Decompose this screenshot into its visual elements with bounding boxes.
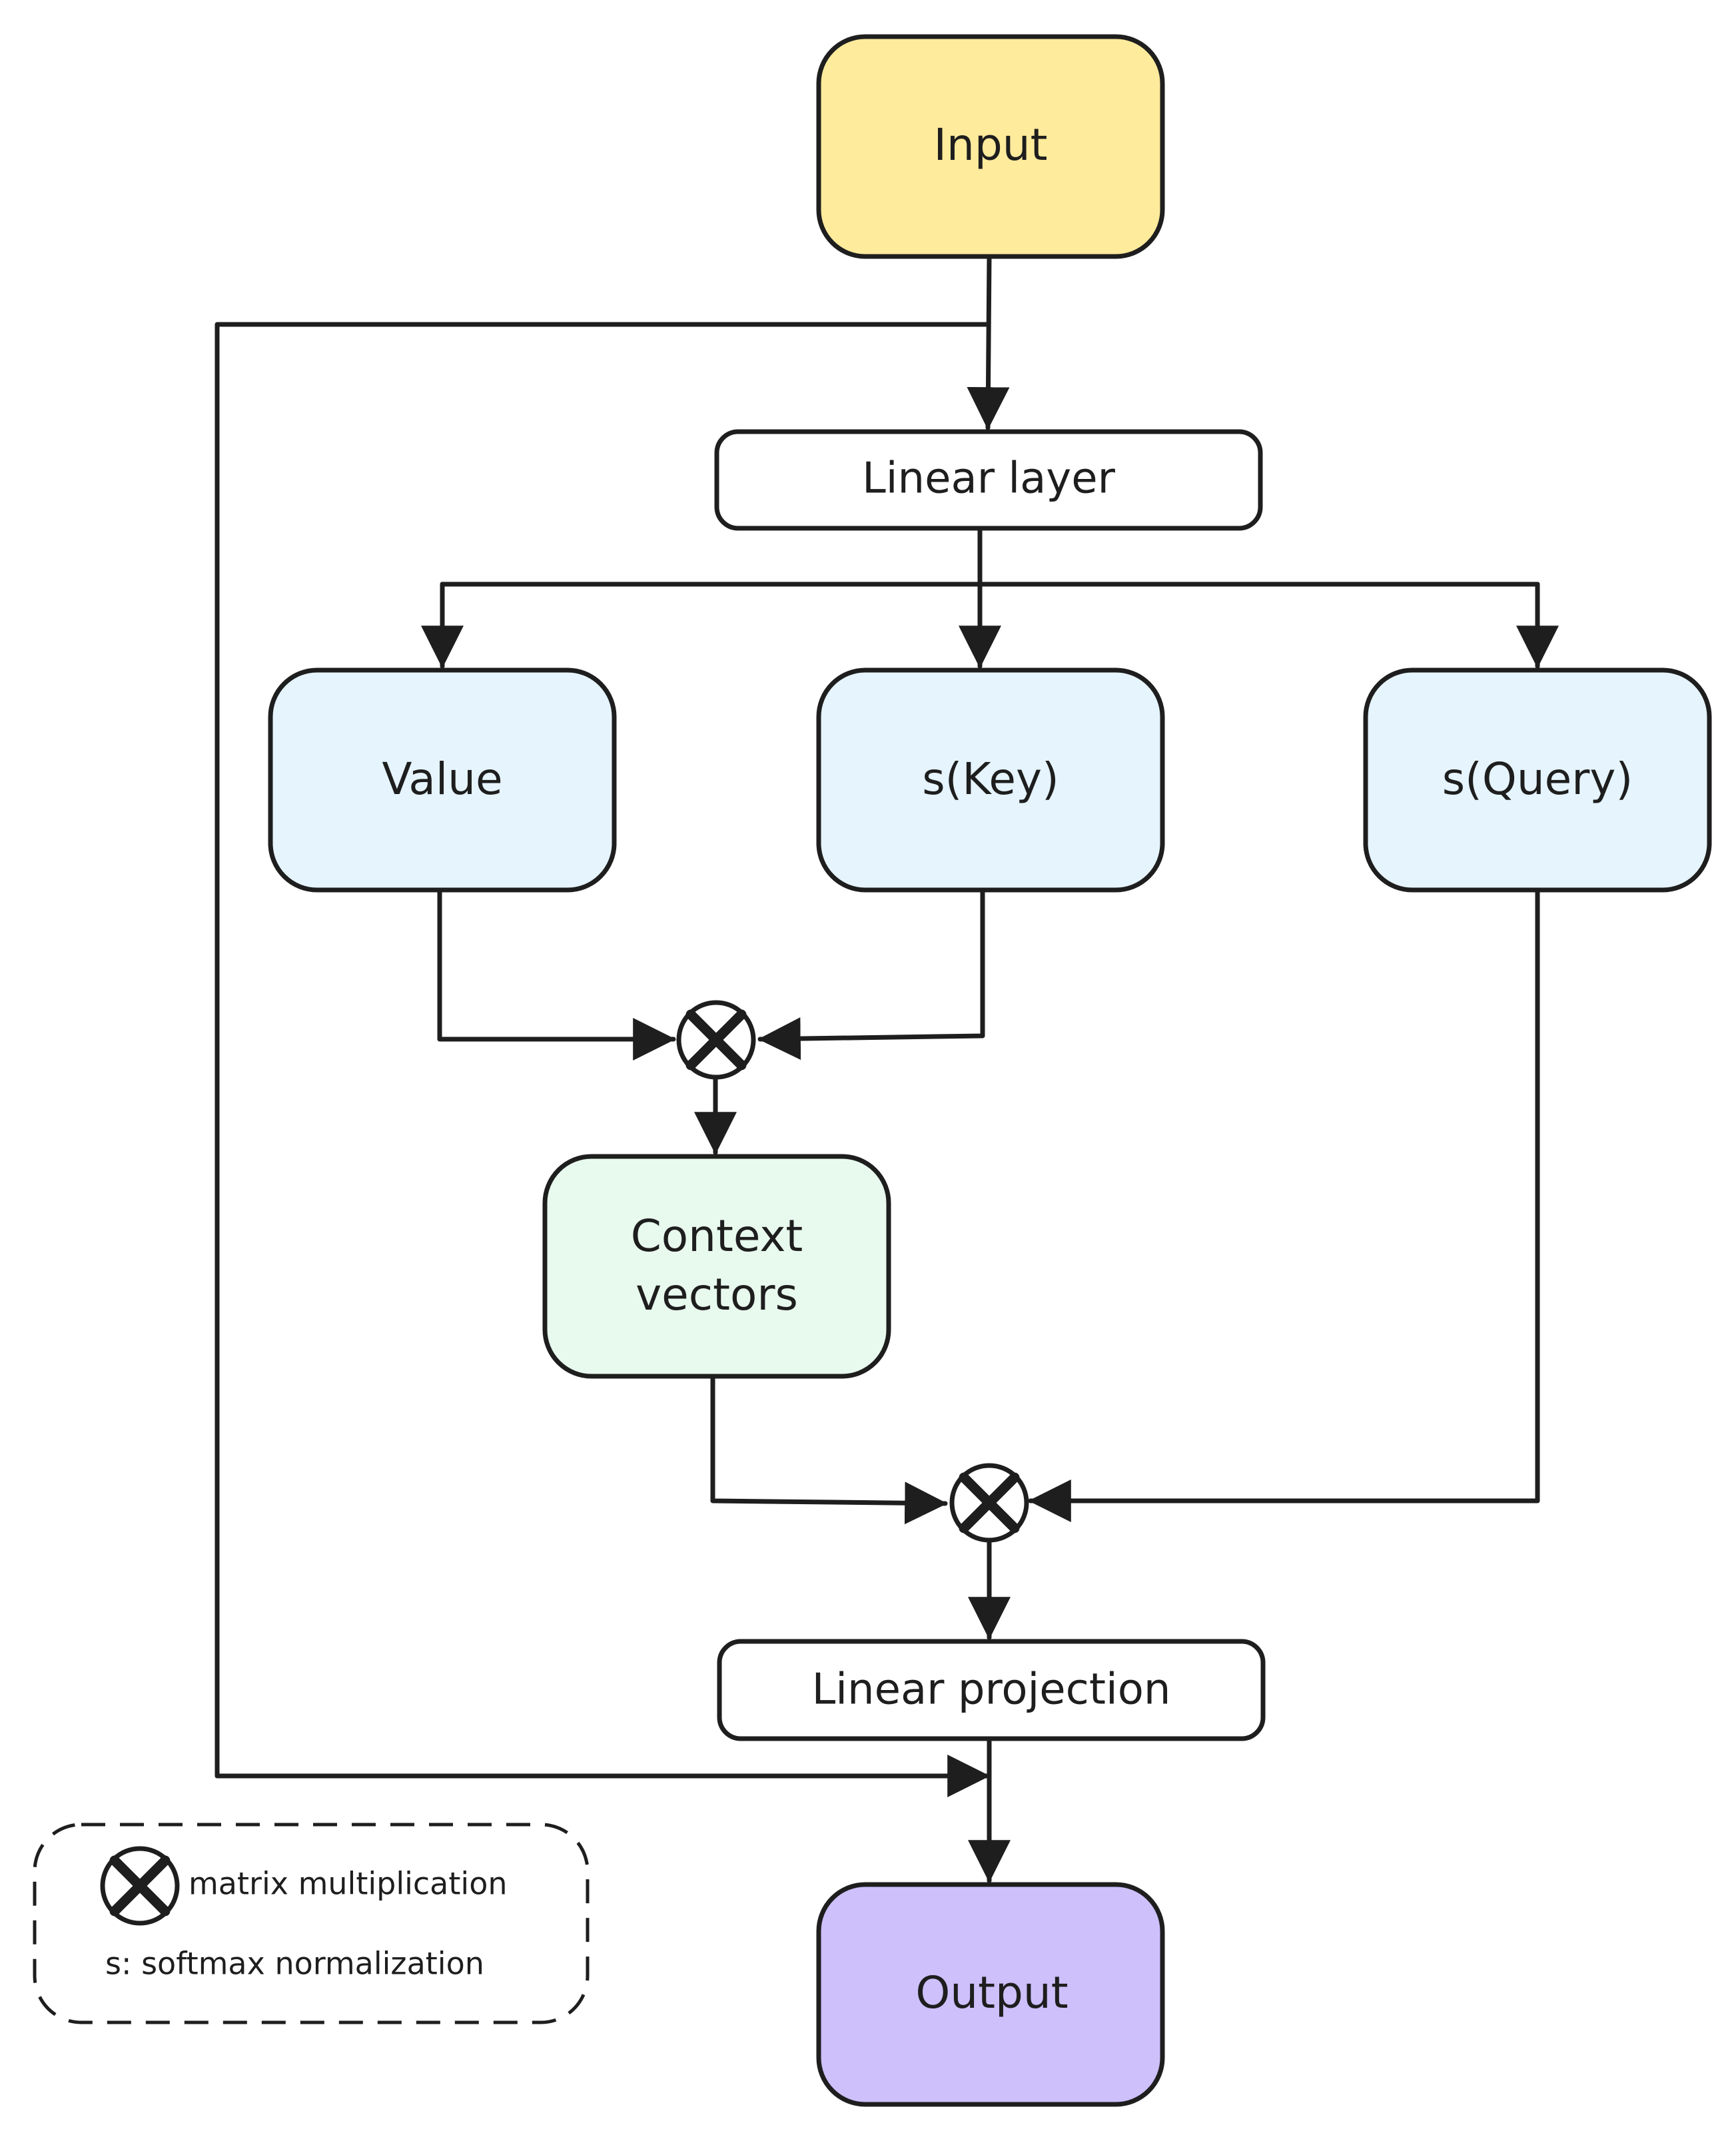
edge-input-to-linear-layer [967,254,1010,430]
node-linear-projection-label: Linear projection [812,1665,1171,1715]
legend-softmax-label: s: softmax normalization [105,1946,484,1982]
legend: matrix multiplication s: softmax normali… [33,1823,590,2024]
node-query: s(Query) [1363,667,1712,893]
node-value-label: Value [382,753,502,805]
connectors [215,254,1559,1883]
legend-box [33,1823,590,2024]
node-query-box [1363,667,1712,893]
edge-key-to-matmul-1 [757,887,985,1061]
node-input: Input [816,34,1165,259]
matrix-multiplication-icon [949,1463,1029,1543]
node-value-box [268,667,617,893]
matrix-multiplication-icon [676,1000,756,1080]
node-query-label: s(Query) [1442,753,1633,805]
node-linear-layer-label: Linear layer [862,454,1116,504]
node-key: s(Key) [816,667,1165,893]
node-input-box [816,34,1165,259]
node-context-vectors-label-line1: Context [631,1210,803,1262]
node-output-box [816,1882,1165,2107]
edge-query-to-matmul-2 [1028,887,1540,1522]
node-context-vectors-label-line2: vectors [636,1269,798,1320]
matrix-multiplication-icon [100,1846,180,1926]
node-linear-layer-box [714,429,1263,531]
node-value: Value [268,667,617,893]
node-linear-projection-box [717,1639,1266,1741]
node-context-vectors-box [542,1154,891,1379]
edge-residual-skip [215,322,991,1797]
edge-value-to-matmul-1 [437,887,676,1061]
node-key-box [816,667,1165,893]
edge-context-to-matmul-2 [710,1374,948,1525]
node-output-label: Output [915,1967,1068,2018]
node-context-vectors: Context vectors [542,1154,891,1379]
node-linear-layer: Linear layer [714,429,1263,531]
legend-matmul-label: matrix multiplication [189,1866,508,1902]
node-linear-projection: Linear projection [717,1639,1266,1741]
node-output: Output [816,1882,1165,2107]
node-input-label: Input [934,119,1048,171]
node-key-label: s(Key) [922,753,1059,805]
